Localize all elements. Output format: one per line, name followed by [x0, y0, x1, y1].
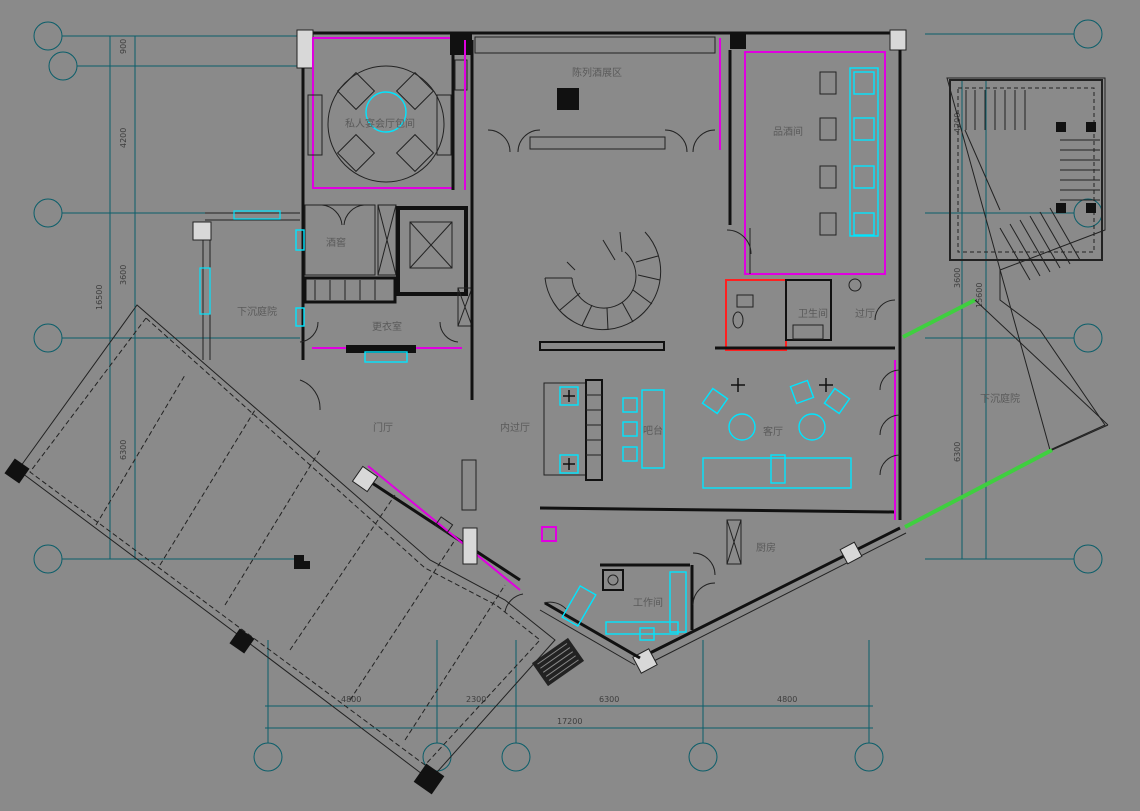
- label-kitchen: 厨房: [756, 541, 776, 554]
- stair: [964, 90, 1100, 281]
- label-workroom: 工作间: [633, 596, 663, 609]
- label-toilet: 卫生间: [798, 307, 828, 320]
- grid-axes: [33, 19, 1103, 772]
- label-sunken-garden-right: 下沉庭院: [980, 392, 1020, 405]
- label-sunken-garden-left: 下沉庭院: [237, 305, 277, 318]
- dim-right-total: 15600: [975, 283, 984, 308]
- label-lounge: 客厅: [763, 425, 783, 438]
- label-exhibition-hall: 陈列酒展区: [572, 66, 622, 79]
- dim-right-4200: 4200: [953, 113, 962, 133]
- exterior-walls: [296, 29, 907, 674]
- label-bar: 吧台: [643, 424, 663, 437]
- dim-bottom-6300: 6300: [599, 695, 619, 704]
- label-corridor: 过厅: [855, 307, 875, 320]
- exhibition-racks: [450, 33, 746, 153]
- dim-left-total: 16500: [95, 285, 104, 310]
- dim-left-6300: 6300: [119, 440, 128, 460]
- dim-bottom-4800b: 4800: [777, 695, 797, 704]
- dimension-labels: 900 4200 3600 6300 16500 4200 3600 15600…: [95, 39, 984, 726]
- dim-left-4200: 4200: [119, 128, 128, 148]
- dim-right-6300: 6300: [953, 442, 962, 462]
- label-tasting-room: 品酒间: [773, 125, 803, 138]
- bar-lounge: [539, 360, 901, 520]
- room-labels: 私人宴会厅包间 陈列酒展区 品酒间 酒窖 更衣室 下沉庭院 下沉庭院 卫生间 过…: [237, 66, 1020, 609]
- label-lobby: 门厅: [373, 421, 393, 434]
- dim-left-3600: 3600: [119, 265, 128, 285]
- right-garden: [902, 77, 1109, 529]
- dim-left-900: 900: [119, 39, 128, 54]
- left-garden: [4, 210, 585, 795]
- service-core: [295, 40, 474, 400]
- private-dining: [307, 37, 468, 190]
- tasting-room: [726, 50, 886, 275]
- spiral-stair: [539, 231, 665, 351]
- dim-bottom-4800a: 4800: [341, 695, 361, 704]
- label-inner-hall: 内过厅: [500, 421, 530, 434]
- toilet-area: [715, 278, 896, 351]
- label-wine-storage: 酒窖: [326, 236, 346, 249]
- label-private-dining: 私人宴会厅包间: [345, 117, 415, 130]
- dim-bottom-total: 17200: [557, 717, 582, 726]
- dim-right-3600: 3600: [953, 268, 962, 288]
- label-dressing-room: 更衣室: [372, 320, 402, 333]
- kitchen-workroom: [299, 379, 742, 641]
- dim-bottom-2300: 2300: [466, 695, 486, 704]
